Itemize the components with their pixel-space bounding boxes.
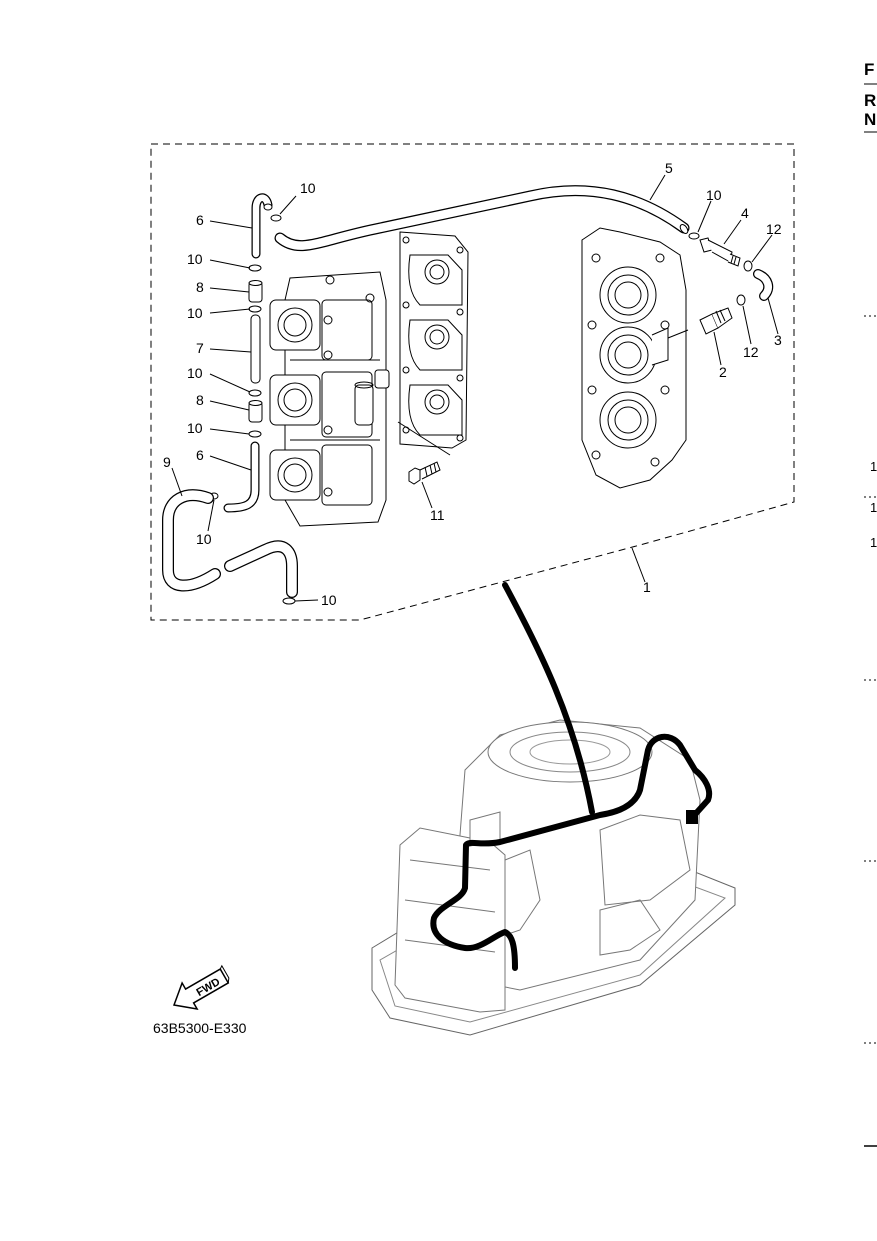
edge-mark-3: 1 [870,535,877,550]
intake-manifold [397,231,469,456]
callout-9: 9 [163,454,171,470]
hose-7 [250,314,261,384]
callout-6-lower: 6 [196,447,204,463]
callout-11: 11 [430,507,445,523]
hose-9 [162,489,298,598]
edge-letter-f: F [864,60,874,79]
callout-10-d: 10 [187,365,203,381]
callout-5: 5 [665,160,673,176]
callout-6-upper: 6 [196,212,204,228]
fitting-2 [699,307,733,335]
bolt-11 [408,461,441,485]
callout-7: 7 [196,340,204,356]
fwd-arrow-icon: FWD [173,964,230,1011]
callout-10-f: 10 [196,531,212,547]
edge-mark-2: 1 [870,500,877,515]
callout-12-upper: 12 [766,221,782,237]
callout-4: 4 [741,205,749,221]
callout-2: 2 [719,364,727,380]
callout-10-g: 10 [321,592,337,608]
edge-dashes [864,315,877,1147]
carburetor-assembly [269,271,390,527]
hose-6-lower [223,441,260,513]
callout-10-h: 10 [706,187,722,203]
callout-12-lower: 12 [743,344,759,360]
callout-1: 1 [643,579,651,595]
callout-8-lower: 8 [196,392,204,408]
joint-8-lower [248,400,263,423]
edge-letter-r: R [864,91,876,110]
hose-6-upper [251,193,273,259]
leader-lines [171,174,779,602]
edge-letter-n: N [864,110,876,129]
assembly-boundary [150,143,795,621]
diagram-code: 63B5300-E330 [153,1020,247,1036]
hose-5 [274,185,690,252]
callout-10-e: 10 [187,420,203,436]
joint-8-upper [248,280,263,303]
callout-labels: 1 2 3 4 5 6 6 7 8 8 9 10 10 10 10 10 10 … [163,160,782,608]
fwd-label: FWD [195,976,223,999]
engine-overview [371,582,736,1036]
callout-10-a: 10 [300,180,316,196]
edge-mark-1: 1 [870,459,877,474]
clip-12-group [736,260,753,306]
callout-8-upper: 8 [196,279,204,295]
cylinder-block [581,227,689,489]
hose-3 [753,269,774,301]
callout-10-c: 10 [187,305,203,321]
callout-10-b: 10 [187,251,203,267]
callout-3: 3 [774,332,782,348]
fitting-4 [699,237,741,267]
